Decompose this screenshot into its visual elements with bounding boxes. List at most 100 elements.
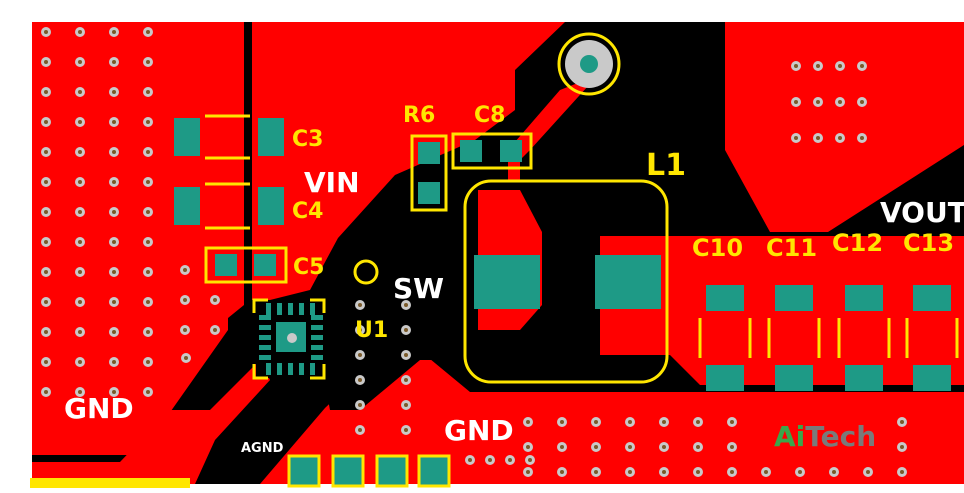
mounting-via-hole xyxy=(580,55,598,73)
via-hole xyxy=(183,298,187,302)
via-hole xyxy=(146,30,150,34)
via-hole xyxy=(146,90,150,94)
via-array xyxy=(41,27,907,477)
via-hole xyxy=(832,470,836,474)
c8-label: C8 xyxy=(474,103,505,128)
via-hole xyxy=(628,470,632,474)
r6-label: R6 xyxy=(403,103,435,128)
via-hole xyxy=(146,120,150,124)
via-hole xyxy=(44,150,48,154)
u1-silk-tl xyxy=(252,298,268,313)
u1-pin xyxy=(259,325,271,330)
via-hole xyxy=(816,64,820,68)
output-cap-pad-bottom xyxy=(845,365,883,391)
c3-pad-1 xyxy=(174,118,200,156)
watermark: AiTech xyxy=(774,420,876,453)
via-hole xyxy=(183,328,187,332)
gnd-pour-bottom xyxy=(260,330,964,484)
l1-label: L1 xyxy=(646,148,686,183)
via-hole xyxy=(488,458,492,462)
via-hole xyxy=(78,30,82,34)
via-hole xyxy=(112,330,116,334)
l1-outline xyxy=(463,179,669,384)
via-hole xyxy=(78,360,82,364)
via-hole xyxy=(628,420,632,424)
agnd-net-label: AGND xyxy=(241,441,284,456)
c4-pad-1 xyxy=(174,187,200,225)
bottom-left-pad xyxy=(30,478,190,488)
vin-pour xyxy=(252,22,565,300)
l1-pad-1 xyxy=(474,255,540,309)
bottom-pad-1 xyxy=(287,454,321,488)
c10-label: C10 xyxy=(692,234,743,262)
via-hole xyxy=(44,330,48,334)
u1-center-via xyxy=(287,333,297,343)
via-hole xyxy=(560,470,564,474)
output-cap-pad-bottom xyxy=(913,365,951,391)
via-hole xyxy=(730,420,734,424)
c8-pad-1 xyxy=(460,140,482,162)
output-cap-pad-top xyxy=(775,285,813,311)
u1-pin xyxy=(311,315,323,320)
via-hole xyxy=(44,180,48,184)
bottom-pad-2 xyxy=(331,454,365,488)
l1-pad-2 xyxy=(595,255,661,309)
u1-label: U1 xyxy=(355,318,388,343)
via-hole xyxy=(112,270,116,274)
c4-pad-2 xyxy=(258,187,284,225)
c12-label: C12 xyxy=(832,229,883,257)
via-hole xyxy=(146,270,150,274)
u1-pin xyxy=(277,303,282,315)
watermark-part-2: Tech xyxy=(805,420,876,453)
via-hole xyxy=(78,150,82,154)
via-hole xyxy=(146,390,150,394)
c8-pad-2 xyxy=(500,140,522,162)
via-hole xyxy=(730,445,734,449)
via-hole xyxy=(44,270,48,274)
via-hole xyxy=(528,458,532,462)
u1-pin xyxy=(311,345,323,350)
c11-label: C11 xyxy=(766,234,817,262)
via-hole xyxy=(696,420,700,424)
u1-pin xyxy=(299,303,304,315)
u1-pin xyxy=(259,335,271,340)
via-hole xyxy=(78,270,82,274)
via-hole xyxy=(696,445,700,449)
via-hole xyxy=(730,470,734,474)
via-hole xyxy=(794,136,798,140)
via-hole xyxy=(78,90,82,94)
u1-pin xyxy=(311,355,323,360)
bottom-pad-4 xyxy=(417,454,451,488)
via-hole xyxy=(44,390,48,394)
r6-outline xyxy=(410,134,448,212)
via-hole xyxy=(78,180,82,184)
via-hole xyxy=(662,445,666,449)
vin-net-label: VIN xyxy=(304,166,360,199)
via-hole xyxy=(146,180,150,184)
c5-label: C5 xyxy=(293,255,324,280)
u1-pin xyxy=(259,355,271,360)
via-hole xyxy=(146,330,150,334)
via-hole xyxy=(526,470,530,474)
u1-pin xyxy=(259,345,271,350)
output-cap-pad-top xyxy=(913,285,951,311)
output-cap-pad-top xyxy=(845,285,883,311)
mounting-via-ring xyxy=(557,32,621,96)
c5-pad-1 xyxy=(215,254,237,276)
via-hole xyxy=(794,64,798,68)
via-hole xyxy=(816,136,820,140)
via-hole xyxy=(900,470,904,474)
via-hole xyxy=(146,210,150,214)
via-hole xyxy=(184,356,188,360)
r6-pad-2 xyxy=(418,182,440,204)
c3-pad-2 xyxy=(258,118,284,156)
via-hole xyxy=(560,445,564,449)
via-hole xyxy=(560,420,564,424)
via-hole xyxy=(404,378,408,382)
via-hole xyxy=(44,360,48,364)
via-hole xyxy=(358,328,362,332)
via-hole xyxy=(78,60,82,64)
via-hole xyxy=(112,120,116,124)
via-hole xyxy=(508,458,512,462)
via-hole xyxy=(358,303,362,307)
